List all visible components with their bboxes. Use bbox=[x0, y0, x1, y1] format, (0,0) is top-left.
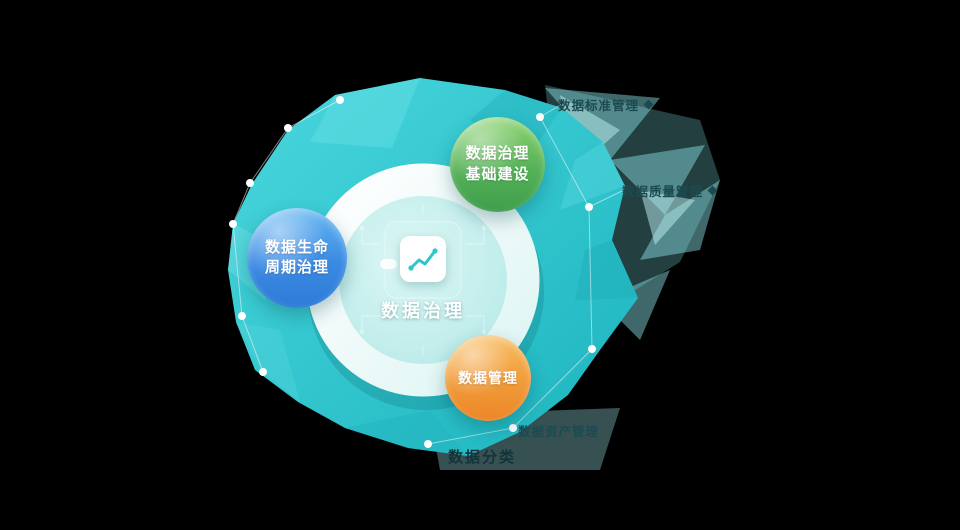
diamond-bullet-icon bbox=[707, 185, 718, 196]
peripheral-label-assets: 数据资产管理 bbox=[518, 421, 599, 440]
circuit-nodes bbox=[359, 225, 487, 335]
node-label-line: 周期治理 bbox=[264, 259, 329, 276]
peripheral-label-text: 数据标准管理 bbox=[558, 99, 640, 113]
node-label-line: 基础建设 bbox=[465, 165, 530, 183]
peripheral-label-quality: 数据质量管理 bbox=[622, 181, 718, 200]
icon-pill-decoration bbox=[380, 259, 397, 269]
node-label-line: 数据管理 bbox=[458, 369, 518, 386]
node-label-line: 数据治理 bbox=[465, 145, 530, 163]
diamond-bullet-icon bbox=[643, 99, 654, 110]
node-data-lifecycle: 数据生命 周期治理 bbox=[247, 208, 347, 308]
peripheral-label-standards: 数据标准管理 bbox=[558, 95, 654, 114]
peripheral-label-classification: 数据分类 bbox=[448, 446, 516, 467]
node-label-line: 数据生命 bbox=[264, 238, 329, 256]
peripheral-label-text: 数据资产管理 bbox=[518, 425, 600, 439]
node-data-management: 数据管理 bbox=[445, 335, 531, 421]
line-chart-icon bbox=[400, 236, 446, 282]
center-title: 数据治理 bbox=[381, 301, 465, 321]
network-dots bbox=[229, 96, 596, 448]
peripheral-label-text: 数据质量管理 bbox=[622, 185, 704, 199]
line-chart-glyph bbox=[408, 248, 438, 271]
peripheral-label-text: 数据分类 bbox=[448, 449, 517, 466]
node-governance-infrastructure: 数据治理 基础建设 bbox=[450, 117, 545, 212]
